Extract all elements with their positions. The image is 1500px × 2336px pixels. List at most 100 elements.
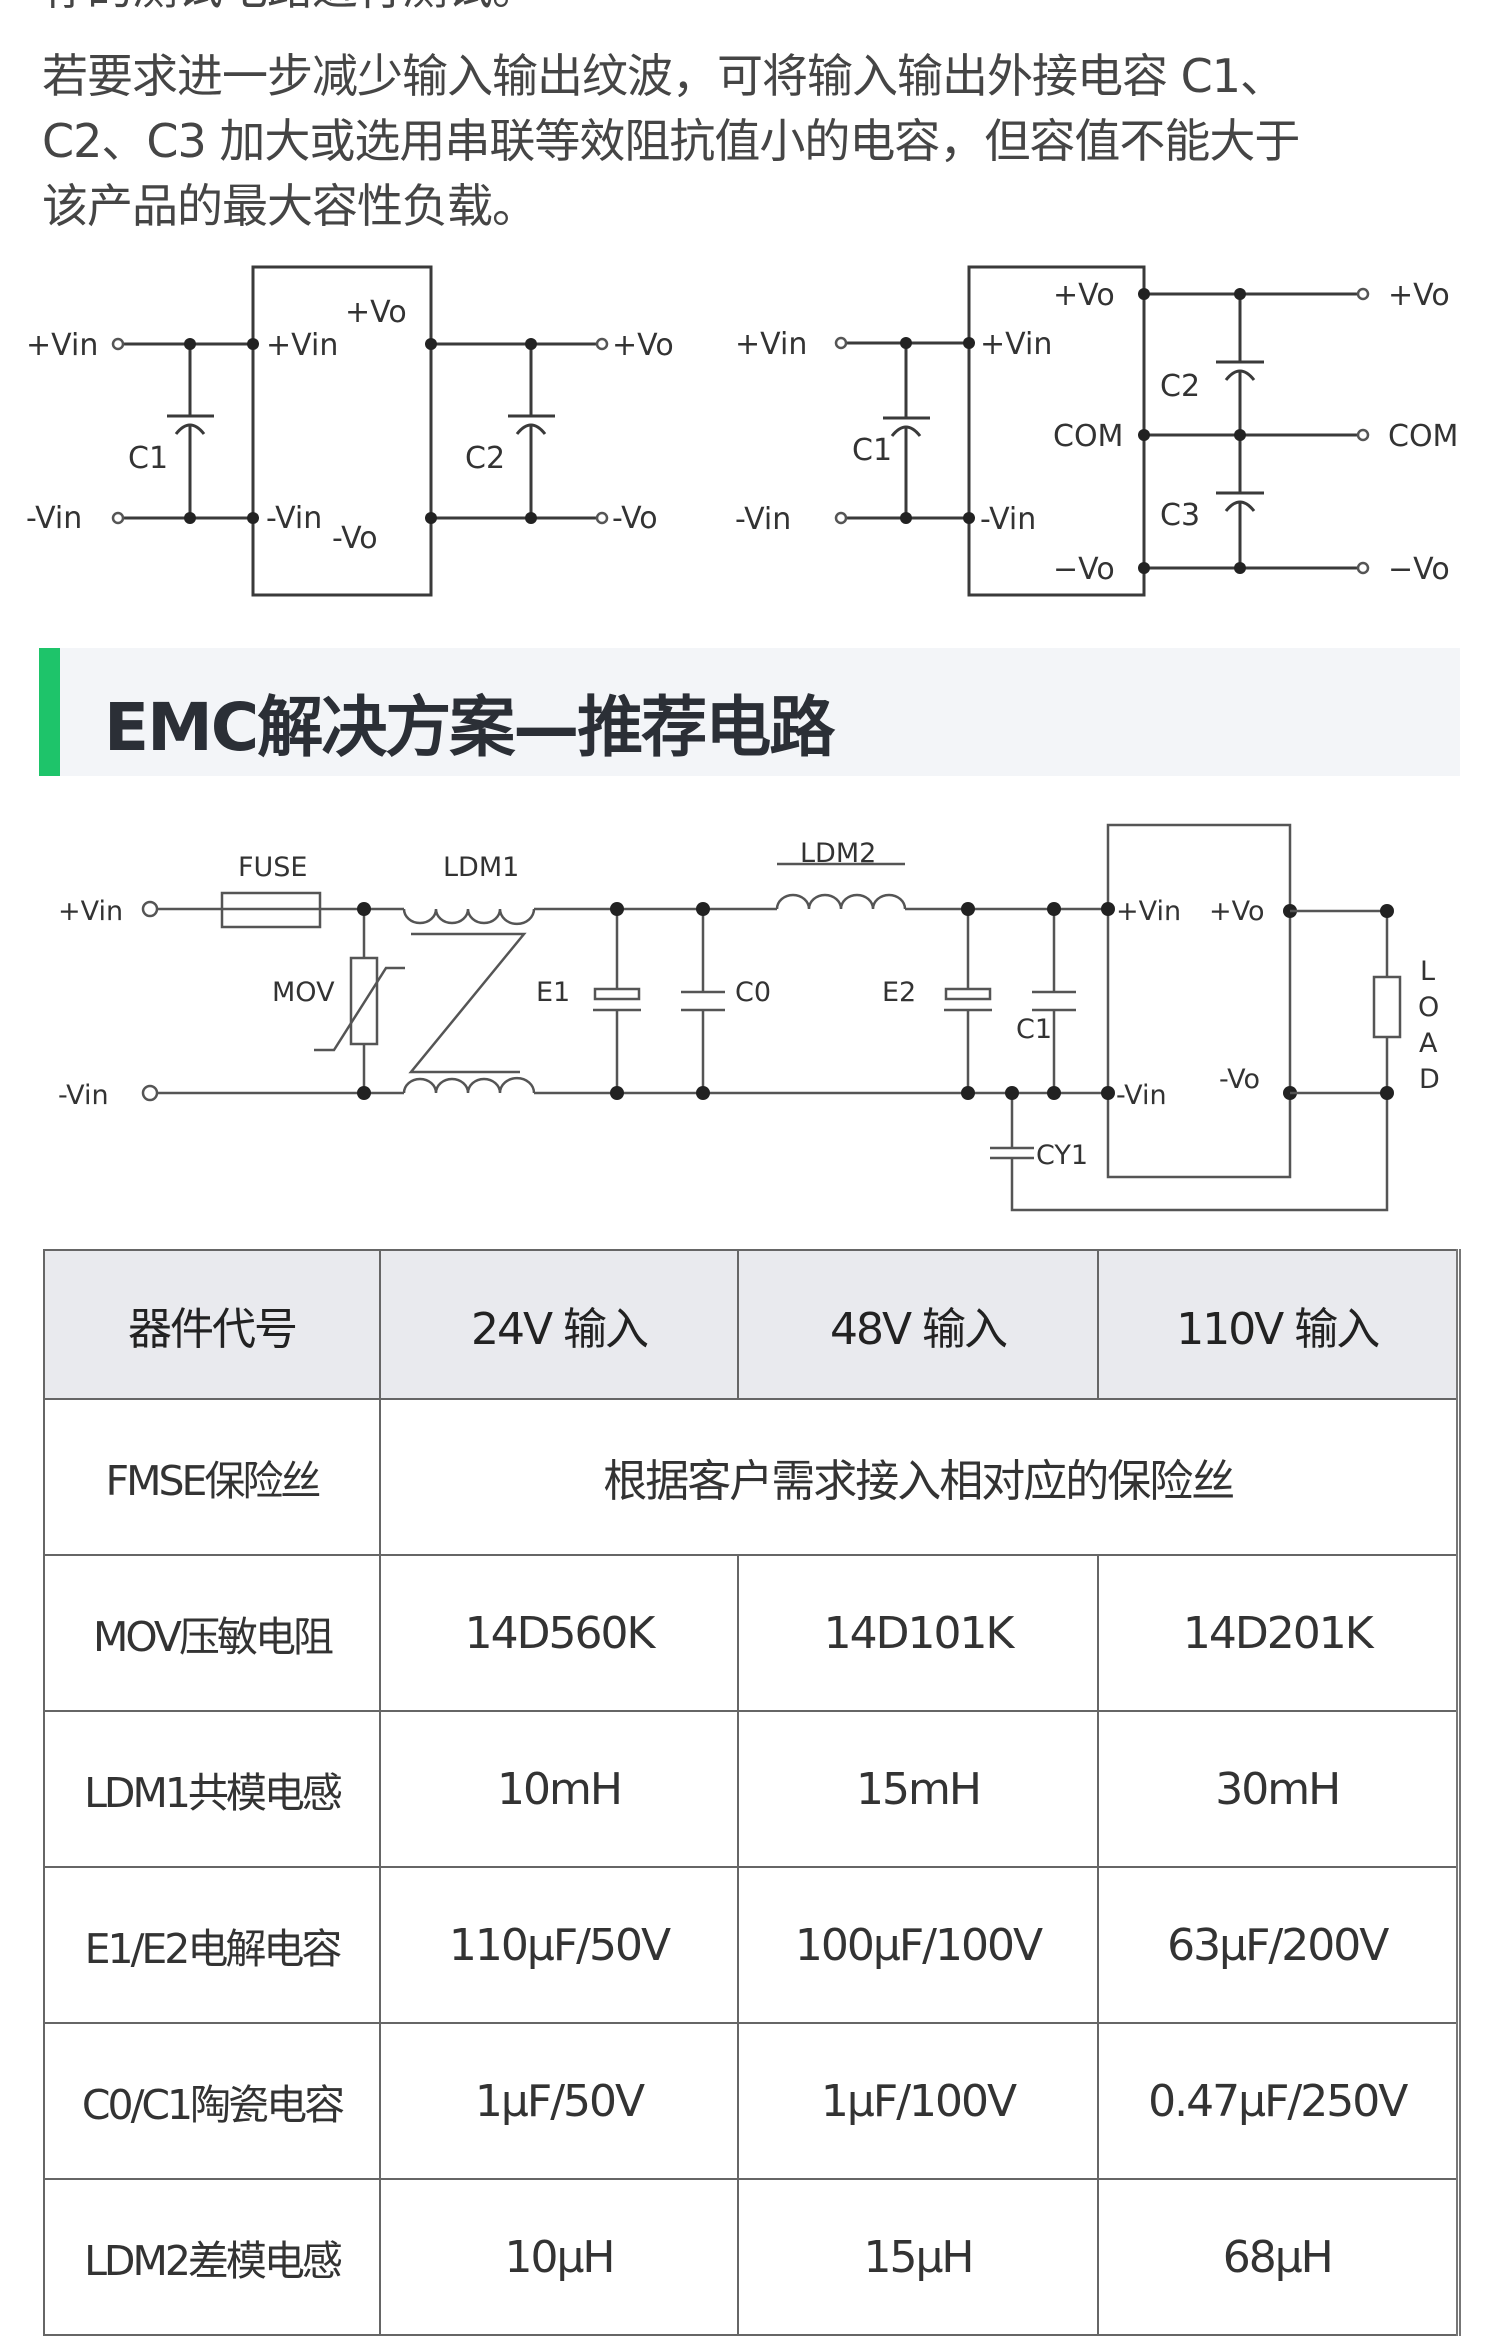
cell-component: MOV压敏电阻: [43, 1554, 381, 1712]
terminal-icon: [595, 511, 609, 525]
module-box: [1106, 823, 1292, 1179]
terminal-icon: [595, 337, 609, 351]
label-out-pos: +Vo: [1388, 278, 1450, 313]
paragraph-line: 若要求进一步减少输入输出纹波，可将输入输出外接电容 C1、: [42, 49, 1286, 103]
label-box-in-neg: -Vin: [266, 501, 322, 536]
label-box-out-pos: +Vo: [1053, 278, 1115, 313]
label-load-l: L: [1420, 956, 1435, 987]
label-box-in-pos: +Vin: [980, 327, 1052, 362]
cell-48v: 100µF/100V: [737, 1866, 1099, 2024]
label-box-out-neg: -Vo: [1219, 1064, 1260, 1095]
ldm1-coil-top: [402, 908, 536, 926]
cell-component: LDM1共模电感: [43, 1710, 381, 1868]
label-box-in-neg: -Vin: [1116, 1080, 1167, 1111]
component-table: 器件代号 24V 输入 48V 输入 110V 输入 FMSE保险丝 根据客户需…: [43, 1249, 1461, 2336]
table-row: C0/C1陶瓷电容 1µF/50V 1µF/100V 0.47µF/250V: [43, 2022, 1459, 2180]
section-header: EMC解决方案—推荐电路: [39, 648, 1460, 776]
cell-fuse-note: 根据客户需求接入相对应的保险丝: [379, 1398, 1459, 1556]
table-row: FMSE保险丝 根据客户需求接入相对应的保险丝: [43, 1398, 1459, 1556]
terminal-icon: [141, 900, 159, 918]
label-fuse: FUSE: [238, 852, 308, 883]
header-48v: 48V 输入: [737, 1249, 1099, 1400]
paragraph-line: C2、C3 加大或选用串联等效阻抗值小的电容，但容值不能大于: [42, 114, 1300, 168]
cell-component: LDM2差模电感: [43, 2178, 381, 2336]
cell-24v: 1µF/50V: [379, 2022, 739, 2180]
terminal-icon: [111, 337, 125, 351]
header-24v: 24V 输入: [379, 1249, 739, 1400]
label-c2: C2: [465, 441, 505, 476]
label-load-d: D: [1419, 1064, 1440, 1095]
label-out-neg: −Vo: [1388, 552, 1450, 587]
label-ldm1: LDM1: [443, 852, 519, 883]
label-box-out-pos: +Vo: [345, 295, 407, 330]
label-out-pos: +Vo: [612, 328, 674, 363]
dual-output-circuit: +Vin -Vin +Vin -Vin +Vo COM −Vo C1 C2 C3…: [735, 265, 1458, 597]
emc-recommended-circuit: +Vin -Vin FUSE LDM1 MOV E1 C0 LDM2 E2 C1…: [58, 823, 1440, 1212]
label-c1: C1: [128, 441, 168, 476]
paragraph-line: 该产品的最大容性负载。: [42, 179, 538, 233]
cell-24v: 10mH: [379, 1710, 739, 1868]
cell-110v: 63µF/200V: [1097, 1866, 1459, 2024]
label-ldm2: LDM2: [800, 838, 876, 869]
cell-48v: 15mH: [737, 1710, 1099, 1868]
label-box-in-neg: -Vin: [980, 502, 1036, 537]
output-capacitor-circuits: +Vin -Vin +Vin -Vin +Vo -Vo C1 C2 +Vo -V…: [26, 265, 1458, 597]
label-c1: C1: [852, 433, 892, 468]
cell-110v: 0.47µF/250V: [1097, 2022, 1459, 2180]
label-e2: E2: [882, 977, 916, 1008]
cell-48v: 15µH: [737, 2178, 1099, 2336]
terminal-icon: [834, 336, 848, 350]
label-box-out-neg: -Vo: [332, 521, 378, 556]
terminal-icon: [111, 511, 125, 525]
cell-110v: 68µH: [1097, 2178, 1459, 2336]
header-component: 器件代号: [43, 1249, 381, 1400]
label-out-neg: -Vo: [612, 501, 658, 536]
label-box-out-neg: −Vo: [1053, 552, 1115, 587]
table-row: MOV压敏电阻 14D560K 14D101K 14D201K: [43, 1554, 1459, 1712]
label-box-in-pos: +Vin: [266, 328, 338, 363]
label-in-neg: -Vin: [26, 501, 82, 536]
section-title: EMC解决方案—推荐电路: [104, 689, 835, 766]
accent-bar: [39, 648, 60, 776]
label-box-in-pos: +Vin: [1116, 896, 1181, 927]
paragraph-line: 荐的测试电路进行测试。: [42, 0, 538, 21]
cell-110v: 30mH: [1097, 1710, 1459, 1868]
cell-component: C0/C1陶瓷电容: [43, 2022, 381, 2180]
cell-component: FMSE保险丝: [43, 1398, 381, 1556]
header-110v: 110V 输入: [1097, 1249, 1459, 1400]
label-in-pos: +Vin: [58, 896, 123, 927]
label-mov: MOV: [272, 977, 335, 1008]
cell-110v: 14D201K: [1097, 1554, 1459, 1712]
clipped-paragraph-line: 荐的测试电路进行测试。: [42, 0, 538, 21]
cell-24v: 14D560K: [379, 1554, 739, 1712]
table-header-row: 器件代号 24V 输入 48V 输入 110V 输入: [43, 1249, 1459, 1400]
cell-24v: 10µH: [379, 2178, 739, 2336]
label-load-o: O: [1418, 992, 1439, 1023]
label-box-com: COM: [1053, 419, 1123, 454]
cell-48v: 14D101K: [737, 1554, 1099, 1712]
label-c3: C3: [1160, 498, 1200, 533]
ldm1-coil-bottom: [402, 1076, 536, 1094]
terminal-icon: [1356, 561, 1370, 575]
terminal-icon: [1356, 287, 1370, 301]
label-in-pos: +Vin: [735, 327, 807, 362]
ldm2-coil: [775, 893, 907, 910]
label-out-com: COM: [1388, 419, 1458, 454]
label-c1: C1: [1016, 1014, 1052, 1045]
label-in-neg: -Vin: [735, 502, 791, 537]
table-row: LDM2差模电感 10µH 15µH 68µH: [43, 2178, 1459, 2336]
label-c2: C2: [1160, 369, 1200, 404]
label-box-out-pos: +Vo: [1209, 896, 1265, 927]
terminal-icon: [1356, 428, 1370, 442]
terminal-icon: [834, 511, 848, 525]
cell-48v: 1µF/100V: [737, 2022, 1099, 2180]
load-resistor: [1372, 975, 1402, 1039]
table-row: E1/E2电解电容 110µF/50V 100µF/100V 63µF/200V: [43, 1866, 1459, 2024]
ldm1-core: [408, 932, 527, 1074]
single-output-circuit: +Vin -Vin +Vin -Vin +Vo -Vo C1 C2 +Vo -V…: [26, 265, 674, 597]
cell-24v: 110µF/50V: [379, 1866, 739, 2024]
terminal-icon: [141, 1084, 159, 1102]
label-load-a: A: [1419, 1028, 1438, 1059]
table-row: LDM1共模电感 10mH 15mH 30mH: [43, 1710, 1459, 1868]
label-e1: E1: [536, 977, 570, 1008]
